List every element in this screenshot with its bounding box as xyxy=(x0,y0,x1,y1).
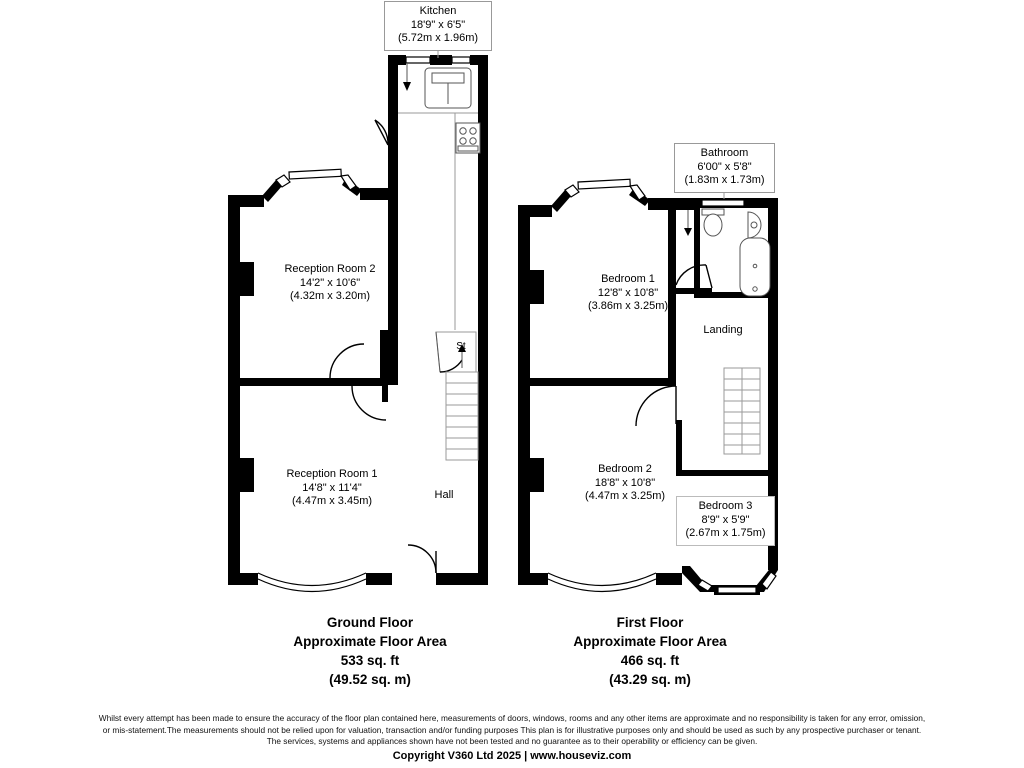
gf-bay-angle-left xyxy=(262,180,282,202)
room-label-reception-room-2: Reception Room 2 14'2" x 10'6" (4.32m x … xyxy=(250,263,410,304)
room-label-store: St xyxy=(443,341,479,354)
bedroom3-metric: (2.67m x 1.75m) xyxy=(685,527,766,539)
gf-hall-wall-upper xyxy=(380,330,388,386)
ff-bathroom-wall-left xyxy=(694,208,700,298)
first-floor-title: First Floor xyxy=(616,615,684,630)
copyright-line: Copyright V360 Ltd 2025 | www.houseviz.c… xyxy=(392,750,632,762)
ff-bathroom-wall-bottom xyxy=(694,292,778,298)
ff-wall-landing-bed3 xyxy=(676,470,768,476)
gf-wall-bottom-left xyxy=(228,573,258,585)
ground-floor-area-metric: (49.52 sq. m) xyxy=(329,672,411,687)
gf-hall-wall-stub xyxy=(382,386,388,402)
bedroom-2-name: Bedroom 2 xyxy=(598,463,652,475)
reception-1-metric: (4.47m x 3.45m) xyxy=(291,495,373,507)
ff-wall-bottom-left xyxy=(518,573,548,585)
bathroom-imperial: 6'00" x 5'8" xyxy=(697,160,752,173)
kitchen-hob xyxy=(455,122,481,154)
ff-bathroom-window xyxy=(701,199,745,207)
bedroom-1-name: Bedroom 1 xyxy=(601,273,655,285)
ff-wall-bed1-door-head xyxy=(676,288,712,294)
gf-chimney-rec2 xyxy=(240,262,254,296)
room-label-hall: Hall xyxy=(414,489,474,503)
bedroom-2-metric: (4.47m x 3.25m) xyxy=(584,490,666,502)
ff-chimney-bed2 xyxy=(530,458,544,492)
ff-wall-top-right xyxy=(648,198,694,210)
ground-floor-title: Ground Floor xyxy=(326,615,414,630)
gf-wall-bottom-right xyxy=(436,573,488,585)
ff-wall-landing-right xyxy=(676,420,682,476)
gf-chimney-rec1 xyxy=(240,458,254,492)
gf-wall-internal-mid xyxy=(228,378,388,386)
ground-floor-area-imperial: 533 sq. ft xyxy=(340,653,400,668)
disclaimer-line-3: The services, systems and appliances sho… xyxy=(266,736,758,746)
bathroom-metric: (1.83m x 1.73m) xyxy=(684,174,765,186)
kitchen-wall-top-mid xyxy=(430,55,452,65)
ff-toilet-pan xyxy=(703,213,723,237)
bedroom-1-imperial: 12'8" x 10'8" xyxy=(597,286,659,299)
kitchen-wall-top-right xyxy=(470,55,488,65)
kitchen-wall-lower-left xyxy=(388,130,398,385)
callout-kitchen: Kitchen 18'9" x 6'5" (5.72m x 1.96m) xyxy=(384,1,492,51)
reception-2-imperial: 14'2" x 10'6" xyxy=(299,276,361,289)
gf-wall-top-left xyxy=(228,195,264,207)
first-floor-plan xyxy=(518,178,778,595)
bedroom3-imperial: 8'9" x 5'9" xyxy=(701,513,750,526)
bedroom3-name: Bedroom 3 xyxy=(698,500,753,512)
reception-1-name: Reception Room 1 xyxy=(286,468,378,480)
ff-bay-angle-left xyxy=(551,190,571,212)
ff-wall-top-left xyxy=(518,205,552,217)
gf-wall-top-right xyxy=(360,188,390,200)
kitchen-window-2 xyxy=(451,56,471,64)
ff-wall-left xyxy=(518,205,530,585)
disclaimer-line-1: Whilst every attempt has been made to en… xyxy=(98,713,926,723)
kitchen-window-1 xyxy=(405,56,431,64)
kitchen-wall-top-left xyxy=(388,55,406,65)
gf-wall-bottom-mid xyxy=(366,573,392,585)
callout-bathroom: Bathroom 6'00" x 5'8" (1.83m x 1.73m) xyxy=(674,143,775,193)
ff-wall-bed1-landing xyxy=(668,205,676,380)
ff-wall-bottom-mid xyxy=(656,573,682,585)
ff-wall-right-upper xyxy=(768,198,778,298)
ff-wall-internal-mid xyxy=(518,378,676,386)
gf-wall-right xyxy=(478,195,488,585)
bedroom-1-metric: (3.86m x 3.25m) xyxy=(587,300,669,312)
reception-2-name: Reception Room 2 xyxy=(284,263,376,275)
landing-name: Landing xyxy=(703,324,743,336)
ground-floor-subtitle: Approximate Floor Area xyxy=(293,634,447,649)
kitchen-metric: (5.72m x 1.96m) xyxy=(397,32,479,44)
ff-chimney-bed1 xyxy=(530,270,544,304)
ff-bath xyxy=(739,237,771,297)
ff-wall-right-lower xyxy=(768,298,778,558)
hall-name: Hall xyxy=(434,489,454,501)
first-floor-subtitle: Approximate Floor Area xyxy=(573,634,727,649)
room-label-bedroom-2: Bedroom 2 18'8" x 10'8" (4.47m x 3.25m) xyxy=(545,463,705,504)
kitchen-name: Kitchen xyxy=(419,5,457,17)
room-label-reception-room-1: Reception Room 1 14'8" x 11'4" (4.47m x … xyxy=(252,468,412,509)
disclaimer: Whilst every attempt has been made to en… xyxy=(0,713,1024,748)
reception-1-imperial: 14'8" x 11'4" xyxy=(302,481,362,494)
reception-2-metric: (4.32m x 3.20m) xyxy=(289,290,371,302)
bathroom-name: Bathroom xyxy=(700,147,749,159)
room-label-landing: Landing xyxy=(683,324,763,338)
first-floor-title-block: First Floor Approximate Floor Area 466 s… xyxy=(530,613,770,689)
ground-floor-title-block: Ground Floor Approximate Floor Area 533 … xyxy=(250,613,490,689)
bedroom-2-imperial: 18'8" x 10'8" xyxy=(594,476,656,489)
disclaimer-line-2: or mis-statement.The measurements should… xyxy=(102,724,922,735)
ff-wall-right-bottom xyxy=(768,558,778,570)
first-floor-area-metric: (43.29 sq. m) xyxy=(609,672,691,687)
kitchen-imperial: 18'9" x 6'5" xyxy=(410,18,466,31)
first-floor-area-imperial: 466 sq. ft xyxy=(620,653,680,668)
gf-wall-left xyxy=(228,195,240,585)
ground-floor-plan xyxy=(228,55,488,592)
room-label-bedroom-1: Bedroom 1 12'8" x 10'8" (3.86m x 3.25m) xyxy=(548,273,708,314)
ff-basin xyxy=(747,211,762,239)
callout-bedroom-3: Bedroom 3 8'9" x 5'9" (2.67m x 1.75m) xyxy=(676,496,775,546)
store-name: St xyxy=(456,341,466,352)
